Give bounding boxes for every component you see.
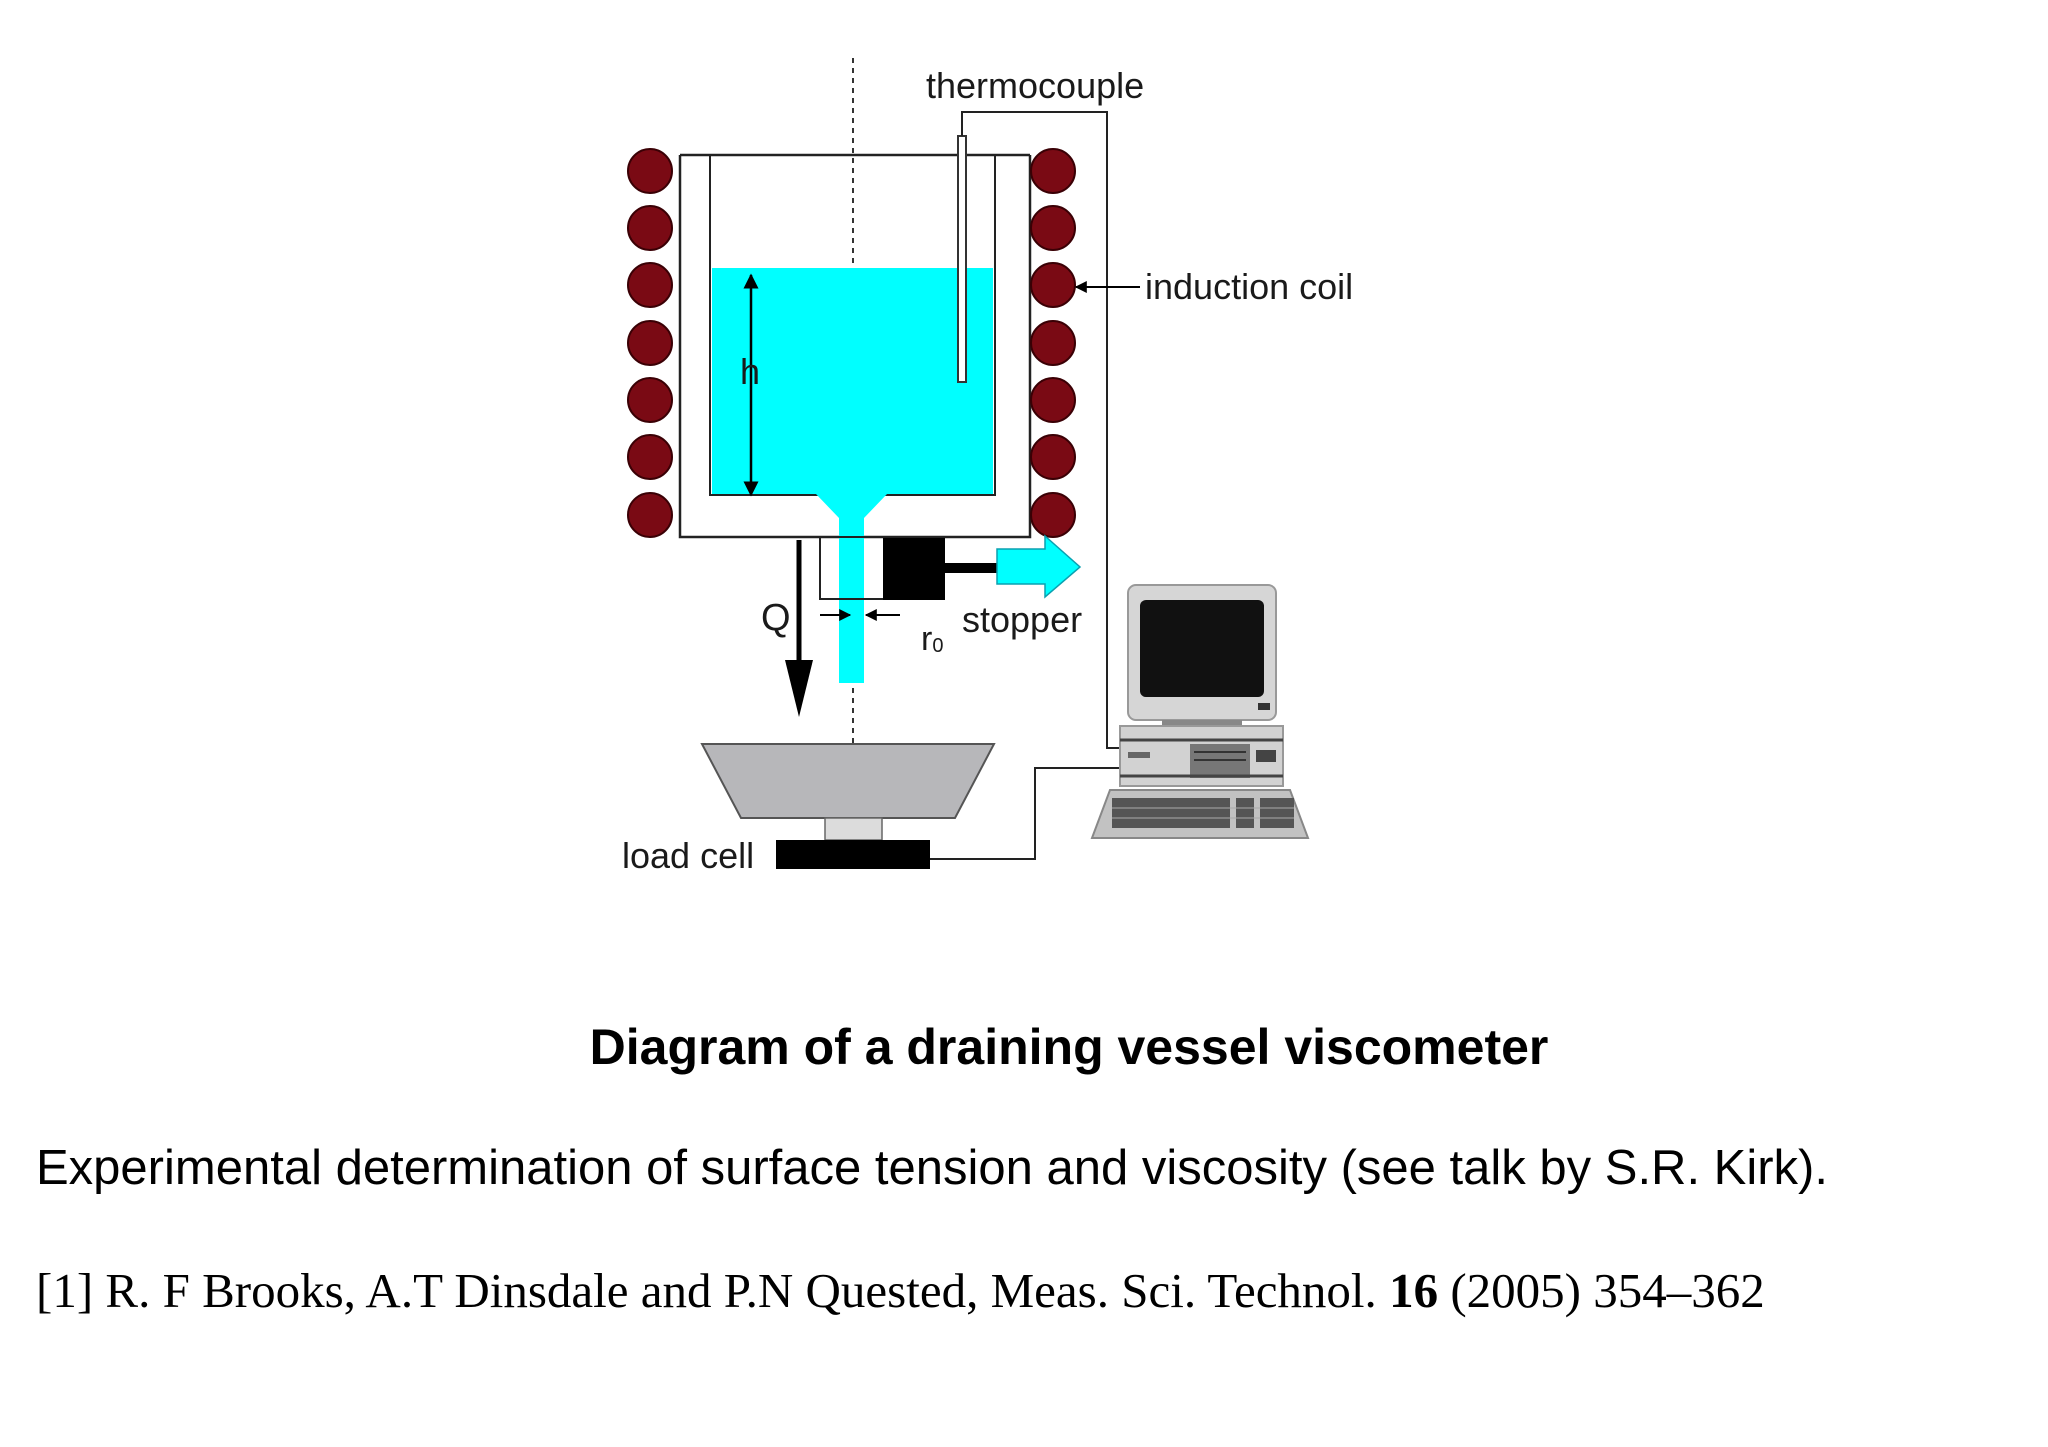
thermocouple-label: thermocouple: [926, 65, 1144, 106]
thermocouple-wire: [961, 111, 1123, 749]
coil-turn-icon: [1030, 377, 1076, 423]
stopper-block: [883, 538, 945, 600]
flow-arrowhead-icon: [785, 660, 813, 717]
coil-turn-icon: [1030, 492, 1076, 538]
load-cell-cable: [930, 767, 1123, 860]
coil-turn-icon: [627, 434, 673, 480]
induction-coil-label: induction coil: [1145, 266, 1353, 307]
stopper-rod: [945, 563, 997, 573]
collection-dish: [700, 743, 996, 819]
coil-turn-icon: [627, 148, 673, 194]
coil-turn-icon: [1030, 262, 1076, 308]
coil-turn-icon: [627, 377, 673, 423]
description-text: Experimental determination of surface te…: [36, 1141, 1828, 1195]
coil-turn-icon: [1030, 148, 1076, 194]
reference-prefix: [1] R. F Brooks, A.T Dinsdale and P.N Qu…: [36, 1263, 1390, 1318]
computer-icon: [1090, 584, 1310, 839]
coil-turn-icon: [1030, 320, 1076, 366]
stopper-label: stopper: [962, 599, 1082, 640]
load-cell-label: load cell: [622, 835, 754, 876]
flow-rate-label: Q: [761, 597, 791, 639]
thermocouple-probe: [957, 135, 967, 383]
coil-turn-icon: [627, 262, 673, 308]
figure-caption: Diagram of a draining vessel viscometer: [589, 1019, 1549, 1075]
melt-liquid: [712, 268, 993, 683]
coil-turn-icon: [1030, 434, 1076, 480]
coil-turn-icon: [627, 320, 673, 366]
balance-stem: [824, 817, 883, 841]
radius-label: r0: [921, 620, 943, 658]
reference-suffix: (2005) 354–362: [1438, 1263, 1765, 1318]
reference-citation: [1] R. F Brooks, A.T Dinsdale and P.N Qu…: [36, 1262, 1765, 1319]
coil-turn-icon: [627, 205, 673, 251]
stopper-motion-arrow-icon: [996, 534, 1082, 599]
induction-coil-left: [627, 148, 673, 538]
reference-volume: 16: [1389, 1263, 1439, 1318]
coil-turn-icon: [1030, 205, 1076, 251]
height-label: h: [740, 351, 760, 392]
load-cell-base: [776, 840, 930, 869]
induction-coil-right: [1030, 148, 1076, 538]
coil-turn-icon: [627, 492, 673, 538]
